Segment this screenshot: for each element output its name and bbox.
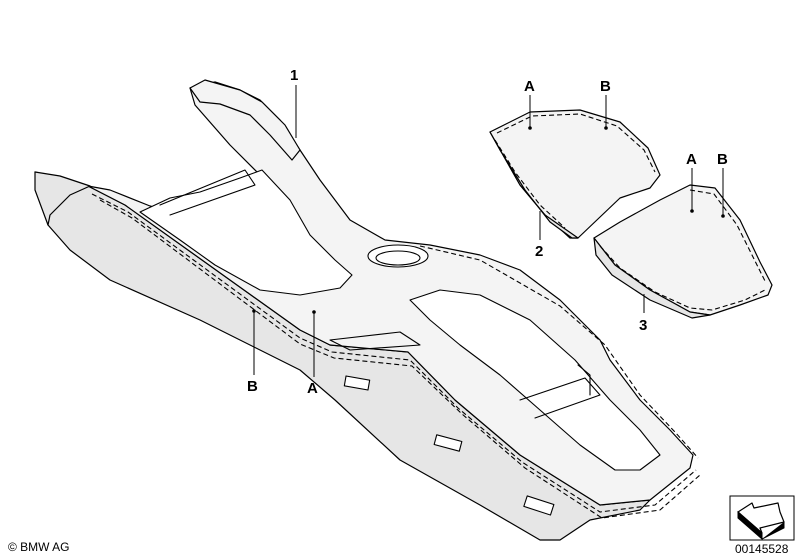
- console-front-tray: [139, 169, 353, 296]
- label-a-lid3: A: [686, 151, 697, 168]
- lid-2-stitch-inner: [494, 139, 566, 229]
- label-3: 3: [639, 317, 647, 334]
- side-slot-3: [523, 495, 555, 516]
- callout-a-console: A: [307, 310, 318, 397]
- center-console-part-1[interactable]: [34, 79, 701, 541]
- diagram-symbol: [729, 495, 795, 541]
- callout-b-console: B: [247, 309, 258, 395]
- label-a-lid2: A: [524, 78, 535, 95]
- point-b-console: [252, 309, 256, 313]
- lid-2-stitch-outer: [496, 113, 656, 173]
- cup-holder: [367, 244, 429, 268]
- rear-opening-rail: [519, 377, 601, 419]
- label-2: 2: [535, 243, 543, 260]
- point-b-lid2: [604, 126, 608, 130]
- callout-b-lid3: B: [717, 151, 728, 218]
- lid-3-stitch-top: [689, 189, 767, 284]
- lid-2-underside: [489, 131, 579, 239]
- point-b-lid3: [721, 214, 725, 218]
- side-slot-1: [343, 375, 371, 391]
- front-tray-rail: [159, 169, 256, 216]
- console-stitch-inner: [99, 199, 701, 519]
- copyright-text: © BMW AG: [8, 540, 70, 554]
- label-1: 1: [290, 67, 298, 84]
- callout-a-lid2: A: [524, 78, 535, 130]
- cup-holder-rim: [375, 250, 421, 266]
- diagram-number: 00145528: [735, 542, 789, 556]
- shifter-slot: [329, 331, 421, 351]
- arrow-icon: [737, 502, 785, 534]
- console-end-cap: [34, 171, 91, 226]
- console-rear-opening: [409, 289, 661, 471]
- rear-opening-post: [577, 364, 591, 396]
- armrest-lid-part-3[interactable]: [593, 184, 773, 319]
- lid-3-front: [593, 237, 711, 319]
- callout-a-lid3: A: [686, 151, 697, 213]
- label-b-console: B: [247, 378, 258, 395]
- point-a-lid3: [690, 209, 694, 213]
- callout-3: 3: [639, 294, 647, 334]
- label-b-lid3: B: [717, 151, 728, 168]
- callout-1: 1: [290, 67, 298, 138]
- label-a-console: A: [307, 380, 318, 397]
- console-stitch-outer: [91, 193, 697, 513]
- armrest-lid-part-2[interactable]: [489, 109, 661, 239]
- side-slot-2: [433, 434, 463, 452]
- callout-2: 2: [535, 211, 543, 260]
- point-a-console: [312, 310, 316, 314]
- label-b-lid2: B: [600, 78, 611, 95]
- arrow-icon-depth: [737, 510, 785, 541]
- lid-3-shell: [593, 184, 773, 316]
- console-rear-bracket: [189, 79, 301, 161]
- point-a-lid2: [528, 126, 532, 130]
- callout-b-lid2: B: [600, 78, 611, 130]
